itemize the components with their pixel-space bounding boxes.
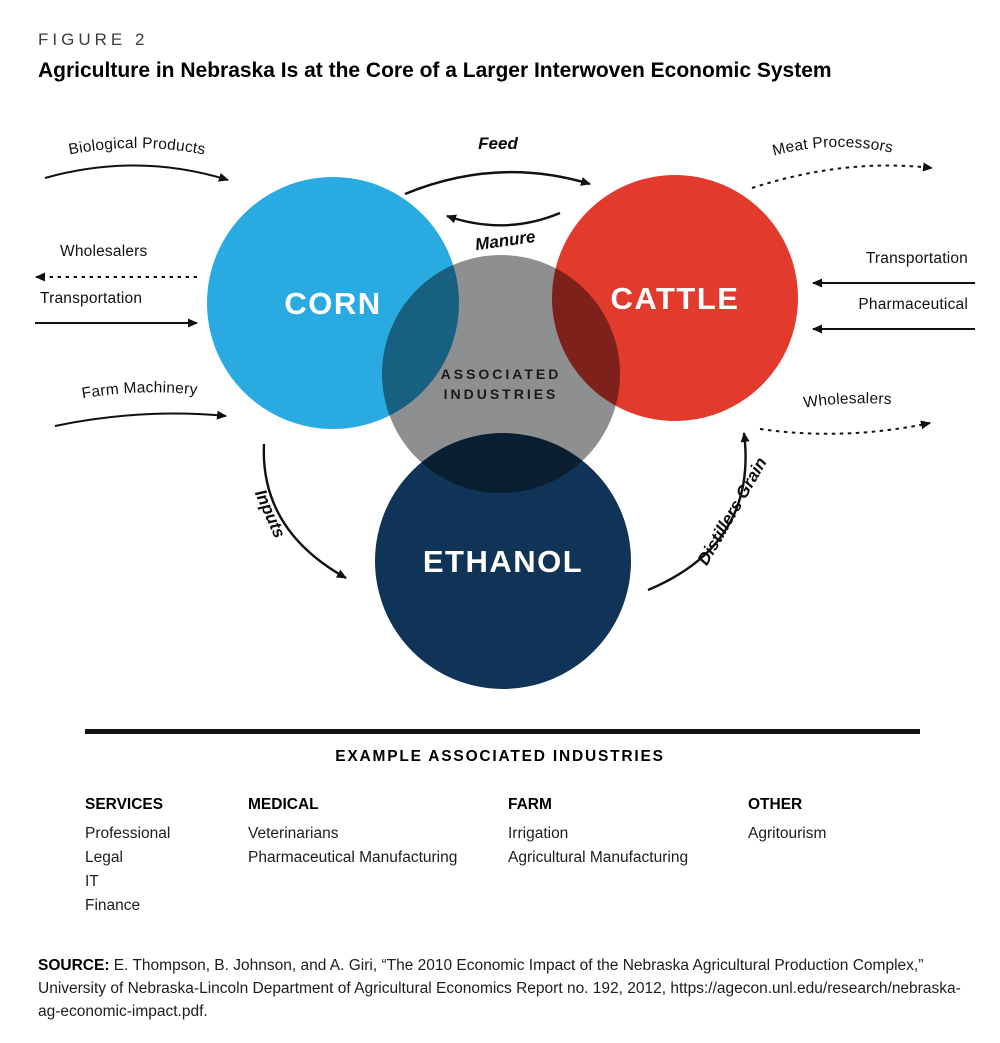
industries-column-other: OTHER Agritourism — [748, 796, 948, 846]
figure-title: Agriculture in Nebraska Is at the Core o… — [38, 59, 832, 82]
industries-column-medical: MEDICAL Veterinarians Pharmaceutical Man… — [248, 796, 508, 870]
industry-item: Agritourism — [748, 825, 827, 842]
column-header: SERVICES — [85, 796, 164, 813]
wholesalers-right-label: Wholesalers — [802, 390, 892, 411]
inputs-arrow — [262, 443, 347, 580]
meat-processors-arrow — [751, 162, 933, 189]
source-text: E. Thompson, B. Johnson, and A. Giri, “T… — [38, 956, 961, 1021]
industry-item: Pharmaceutical Manufacturing — [248, 849, 458, 866]
industries-column-services: SERVICES Professional Legal IT Finance — [85, 796, 235, 918]
manure-arrow — [446, 211, 561, 227]
industry-item: Legal — [85, 849, 123, 866]
biological-products-label: Biological Products — [67, 135, 207, 159]
feed-label: Feed — [478, 134, 518, 153]
diagram-canvas: CORN CATTLE ETHANOL ASSOCIATED INDUSTRIE… — [35, 134, 975, 689]
industry-item: IT — [85, 873, 99, 890]
farm-machinery-arrow — [54, 410, 227, 427]
industry-item: Irrigation — [508, 825, 569, 842]
source-note: SOURCE: E. Thompson, B. Johnson, and A. … — [38, 954, 973, 1024]
wholesalers-left-label: Wholesalers — [60, 243, 148, 260]
figure-header: FIGURE 2 Agriculture in Nebraska Is at t… — [38, 30, 968, 83]
industry-item: Professional — [85, 825, 171, 842]
manure-label: Manure — [474, 227, 537, 254]
industry-item: Agricultural Manufacturing — [508, 849, 689, 866]
farm-machinery-label: Farm Machinery — [80, 379, 198, 402]
feed-arrow — [404, 170, 591, 196]
pharmaceutical-label: Pharmaceutical — [858, 296, 968, 313]
transportation-left-label: Transportation — [40, 290, 142, 307]
ethanol-circle — [375, 433, 631, 689]
column-header: MEDICAL — [248, 796, 319, 813]
distillers-grain-arrow — [647, 432, 750, 592]
transportation-right-label: Transportation — [866, 250, 968, 267]
venn-diagram: CORN CATTLE ETHANOL ASSOCIATED INDUSTRIE… — [0, 116, 1000, 728]
industries-column-farm: FARM Irrigation Agricultural Manufacturi… — [508, 796, 748, 870]
biological-products-arrow — [44, 164, 229, 182]
distillers-grain-label: Distillers Grain — [694, 454, 771, 568]
wholesalers-right-arrow — [759, 420, 931, 435]
column-header: OTHER — [748, 796, 803, 813]
source-label: SOURCE: — [38, 956, 110, 974]
industry-item: Finance — [85, 897, 141, 914]
industries-title: EXAMPLE ASSOCIATED INDUSTRIES — [335, 748, 665, 765]
industry-item: Veterinarians — [248, 825, 339, 842]
meat-processors-label: Meat Processors — [771, 134, 895, 160]
associated-industries-circle — [382, 255, 620, 493]
section-divider — [85, 729, 920, 734]
column-header: FARM — [508, 796, 552, 813]
figure-label: FIGURE 2 — [38, 30, 149, 49]
